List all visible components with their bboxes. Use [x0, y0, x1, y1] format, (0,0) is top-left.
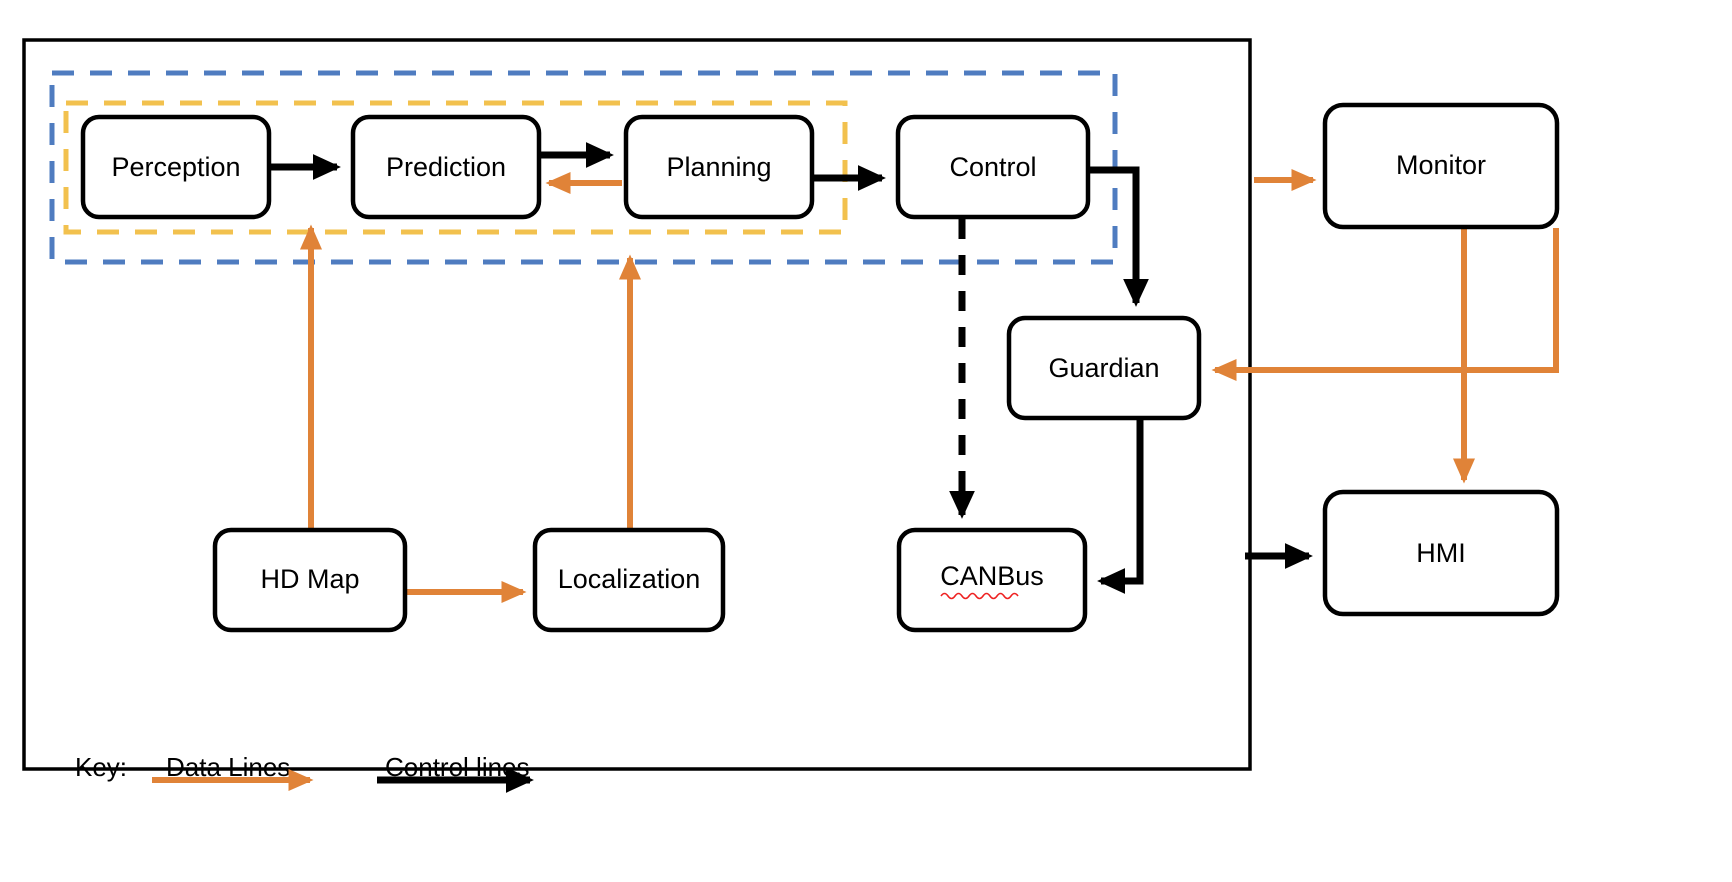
node-perception[interactable]: Perception	[80, 114, 272, 220]
node-localization-label: Localization	[558, 564, 701, 594]
node-canbus-label: CANBus	[940, 561, 1044, 591]
node-hd-map-label: HD Map	[260, 564, 359, 594]
key-legend: Key: Data Lines Control lines	[75, 752, 534, 793]
node-hd-map-box[interactable]	[212, 527, 408, 633]
node-hmi[interactable]: HMI	[1322, 489, 1560, 617]
node-prediction-label: Prediction	[386, 152, 506, 182]
node-planning[interactable]: Planning	[623, 114, 815, 220]
node-control[interactable]: Control	[895, 114, 1091, 220]
spellcheck-underline-icon	[940, 592, 1019, 600]
node-prediction[interactable]: Prediction	[350, 114, 542, 220]
node-planning-box[interactable]	[623, 114, 815, 220]
node-monitor-label: Monitor	[1396, 150, 1486, 180]
edge-monitor-to-guardian	[1211, 228, 1559, 382]
node-guardian-label: Guardian	[1048, 353, 1159, 383]
node-monitor-box[interactable]	[1322, 102, 1560, 230]
key-label: Key:	[75, 752, 127, 782]
node-perception-box[interactable]	[80, 114, 272, 220]
node-canbus-box[interactable]	[896, 527, 1088, 633]
node-guardian[interactable]: Guardian	[1006, 315, 1202, 421]
node-planning-label: Planning	[666, 152, 771, 182]
node-perception-label: Perception	[111, 152, 240, 182]
node-canbus[interactable]: CANBus	[896, 527, 1088, 633]
node-hmi-label: HMI	[1416, 538, 1466, 568]
node-control-box[interactable]	[895, 114, 1091, 220]
system-boundary-frame	[22, 38, 1252, 771]
node-monitor[interactable]: Monitor	[1322, 102, 1560, 230]
node-localization-box[interactable]	[532, 527, 726, 633]
edge-control-to-guardian	[1090, 166, 1149, 307]
node-localization[interactable]: Localization	[532, 527, 726, 633]
node-control-label: Control	[949, 152, 1036, 182]
node-guardian-box[interactable]	[1006, 315, 1202, 421]
inner-dashed-group	[63, 100, 848, 235]
edge-guardian-to-canbus	[1097, 420, 1144, 594]
node-prediction-box[interactable]	[350, 114, 542, 220]
node-hmi-box[interactable]	[1322, 489, 1560, 617]
node-hd-map[interactable]: HD Map	[212, 527, 408, 633]
